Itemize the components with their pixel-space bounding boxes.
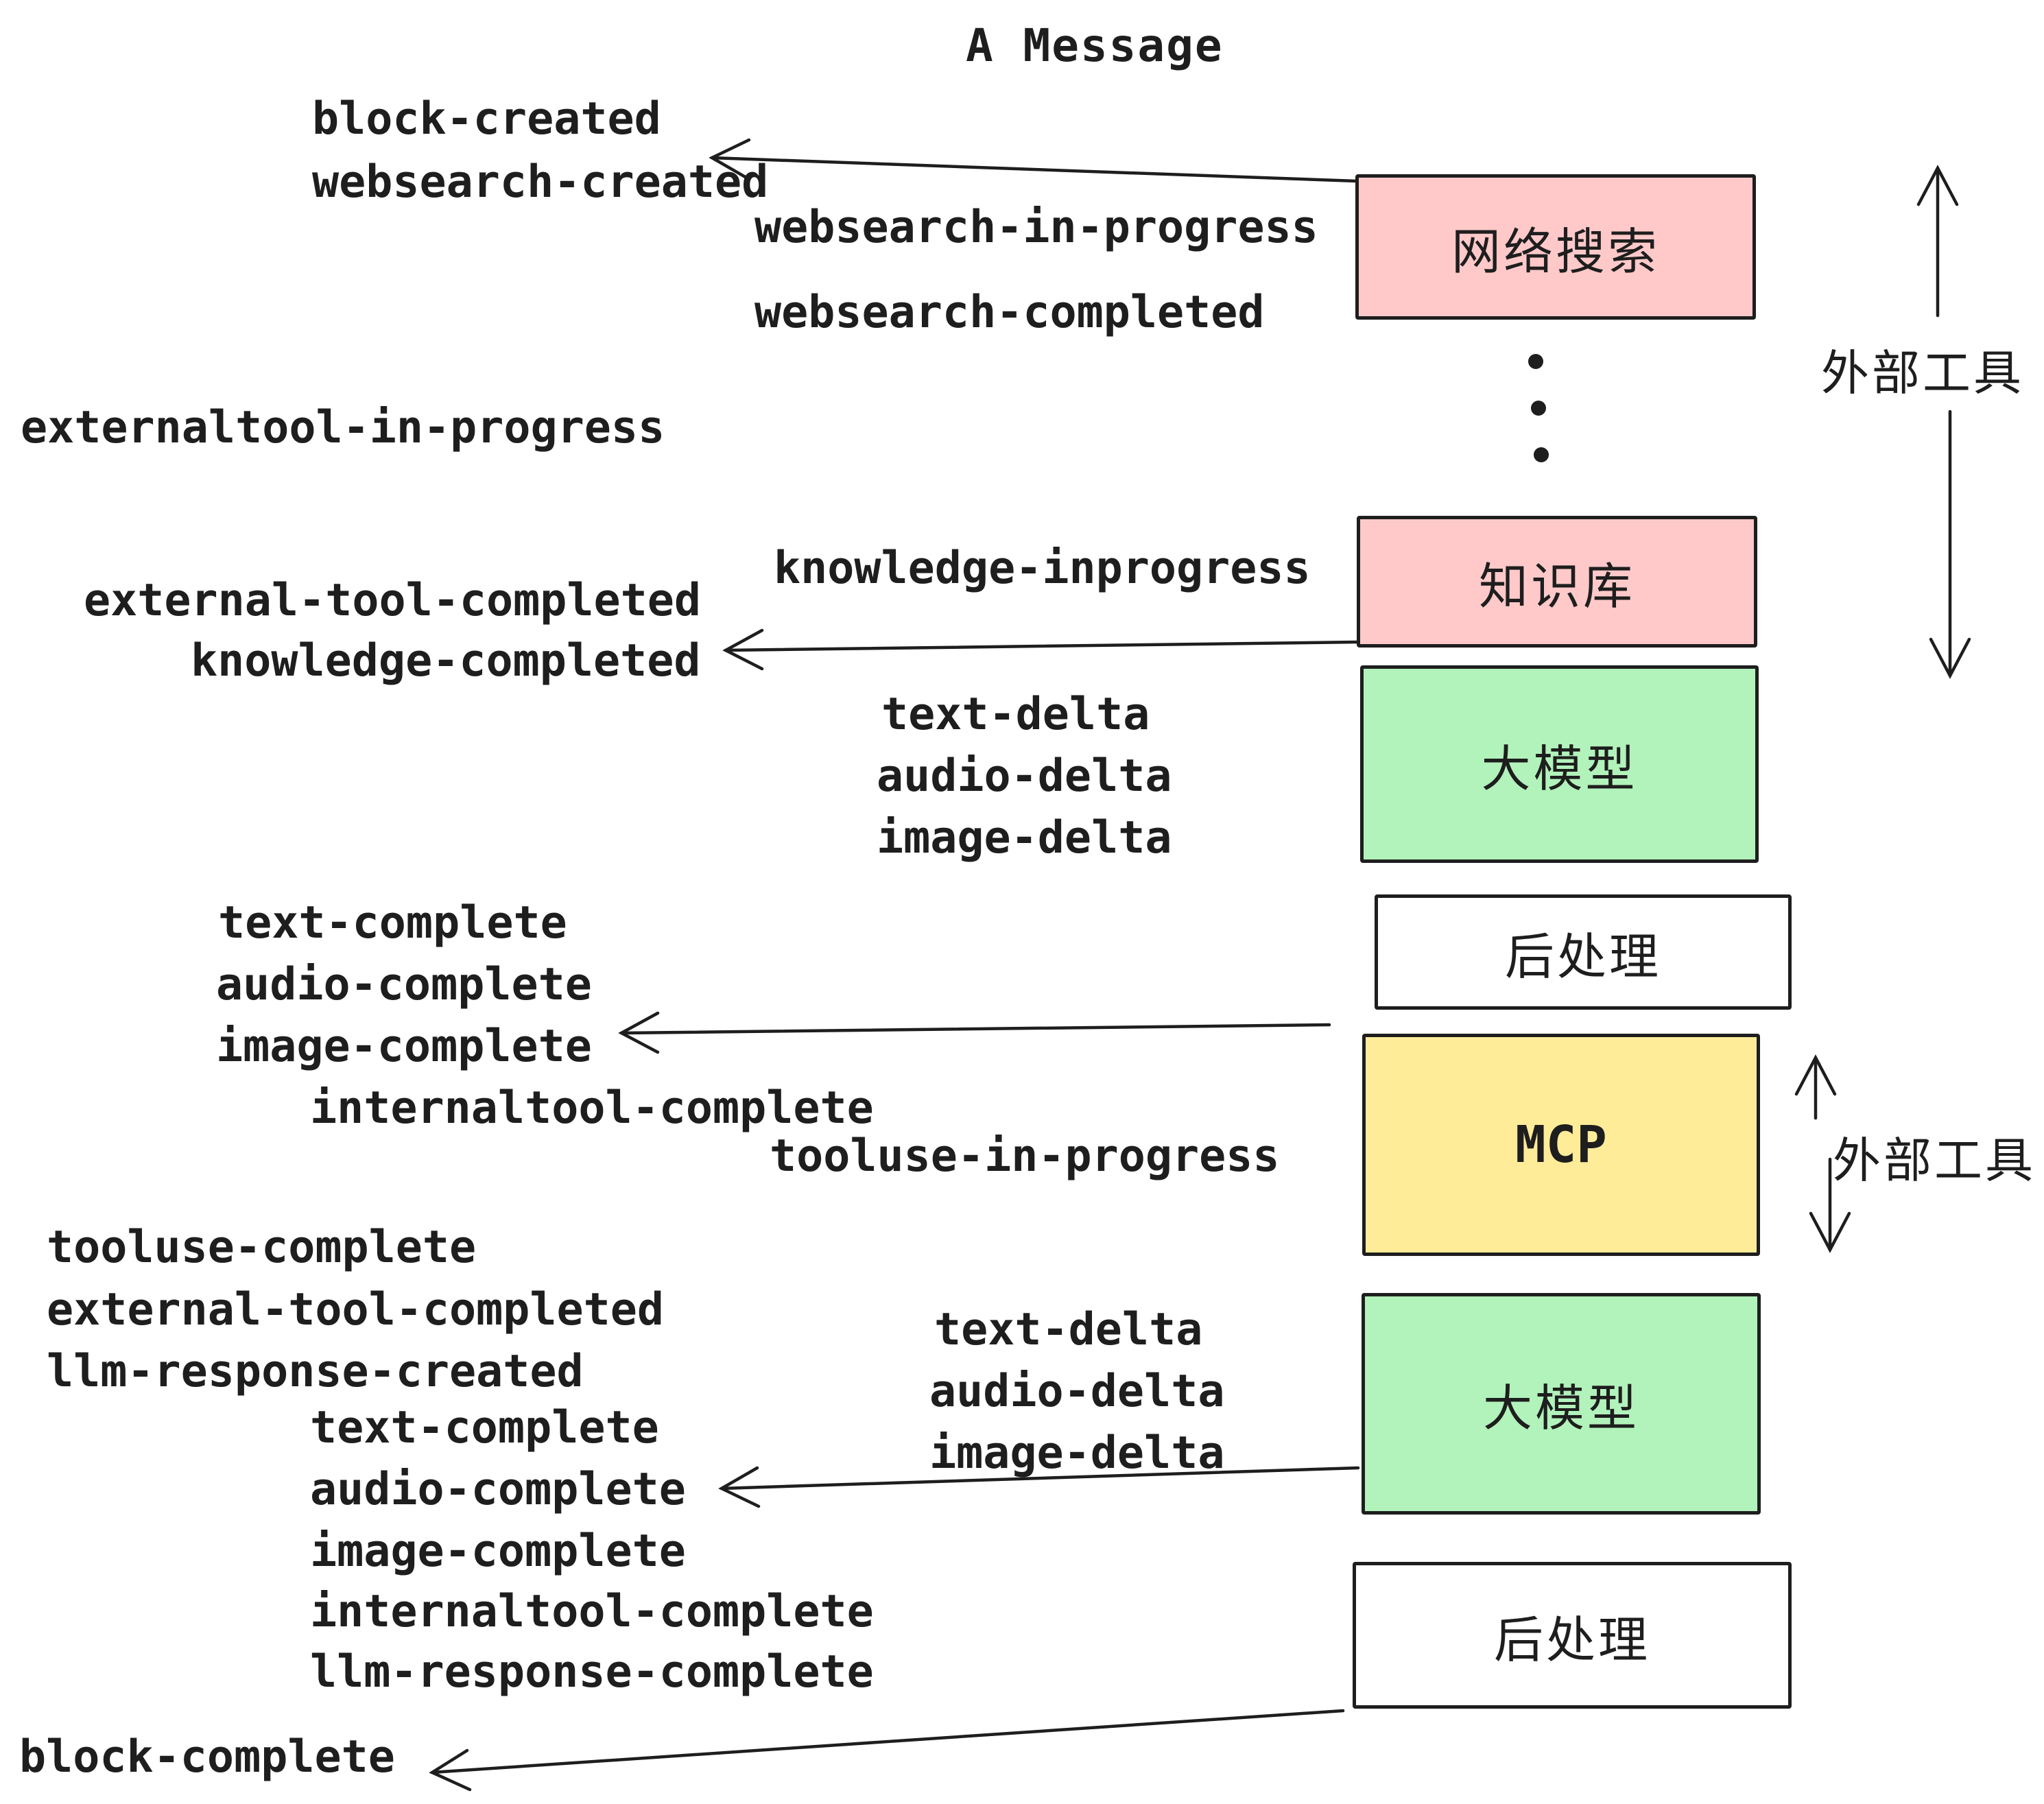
event-label-externaltool-in-progress: externaltool-in-progress bbox=[21, 402, 665, 453]
event-label-image-delta-2: image-delta bbox=[929, 1427, 1225, 1479]
arrow-to-websearch-created bbox=[709, 138, 1359, 183]
event-label-internaltool-complete-1: internaltool-complete bbox=[310, 1082, 874, 1134]
event-label-image-delta-1: image-delta bbox=[877, 812, 1172, 864]
event-label-image-complete-1: image-complete bbox=[216, 1021, 592, 1072]
page-title: A Message bbox=[966, 19, 1224, 72]
knowledge-box-label: 知识库 bbox=[1478, 559, 1635, 615]
event-label-external-tool-completed-2: external-tool-completed bbox=[47, 1284, 665, 1336]
llm-box-bottom-label: 大模型 bbox=[1482, 1381, 1639, 1436]
event-label-block-created: block-created bbox=[312, 93, 661, 145]
event-label-text-delta-2: text-delta bbox=[934, 1304, 1203, 1355]
ellipsis-dot bbox=[1531, 401, 1546, 416]
websearch-box-label: 网络搜索 bbox=[1451, 224, 1660, 280]
event-label-knowledge-inprogress: knowledge-inprogress bbox=[774, 543, 1311, 594]
event-label-websearch-created: websearch-created bbox=[312, 156, 769, 208]
ellipsis-dot bbox=[1534, 447, 1549, 462]
arrow-to-knowledge-completed bbox=[722, 628, 1360, 671]
event-label-llm-response-created: llm-response-created bbox=[47, 1346, 584, 1397]
event-label-text-complete-2: text-complete bbox=[310, 1402, 659, 1453]
external-tools-up-arrow-bottom bbox=[1794, 1054, 1837, 1120]
ellipsis-dot bbox=[1528, 354, 1543, 369]
event-label-websearch-completed: websearch-completed bbox=[754, 287, 1265, 338]
event-label-internaltool-complete-2: internaltool-complete bbox=[310, 1586, 874, 1637]
arrow-to-block-complete bbox=[429, 1709, 1345, 1792]
postprocess-box-top: 后处理 bbox=[1375, 894, 1792, 1010]
websearch-box: 网络搜索 bbox=[1355, 174, 1756, 320]
event-label-audio-delta-1: audio-delta bbox=[877, 750, 1172, 802]
event-label-knowledge-completed: knowledge-completed bbox=[191, 635, 701, 687]
arrow-to-image-complete bbox=[618, 1011, 1331, 1054]
postprocess-box-bottom-label: 后处理 bbox=[1493, 1613, 1650, 1668]
external-tools-label-top: 外部工具 bbox=[1821, 346, 2024, 400]
event-label-block-complete: block-complete bbox=[19, 1731, 395, 1783]
mcp-box: MCP bbox=[1362, 1034, 1760, 1256]
event-label-external-tool-completed: external-tool-completed bbox=[84, 575, 702, 626]
postprocess-box-top-label: 后处理 bbox=[1504, 929, 1661, 985]
event-label-audio-delta-2: audio-delta bbox=[929, 1366, 1225, 1417]
event-label-llm-response-complete: llm-response-complete bbox=[310, 1646, 874, 1698]
llm-box-top-label: 大模型 bbox=[1481, 741, 1638, 797]
external-tools-label-bottom: 外部工具 bbox=[1833, 1134, 2036, 1187]
postprocess-box-bottom: 后处理 bbox=[1353, 1562, 1792, 1709]
event-label-tooluse-complete: tooluse-complete bbox=[47, 1222, 477, 1273]
event-label-text-complete-1: text-complete bbox=[218, 897, 567, 949]
event-label-audio-complete-1: audio-complete bbox=[216, 959, 592, 1010]
llm-box-top: 大模型 bbox=[1360, 665, 1759, 863]
event-label-text-delta-1: text-delta bbox=[881, 689, 1150, 740]
event-label-image-complete-2: image-complete bbox=[310, 1526, 686, 1577]
event-label-audio-complete-2: audio-complete bbox=[310, 1464, 686, 1515]
event-label-websearch-in-progress: websearch-in-progress bbox=[754, 202, 1318, 253]
knowledge-box: 知识库 bbox=[1357, 516, 1757, 648]
llm-box-bottom: 大模型 bbox=[1362, 1293, 1761, 1515]
event-label-tooluse-in-progress: tooluse-in-progress bbox=[770, 1130, 1280, 1182]
mcp-box-label: MCP bbox=[1515, 1115, 1607, 1174]
external-tools-down-arrow-top bbox=[1929, 410, 1971, 679]
external-tools-up-arrow-top bbox=[1916, 165, 1959, 318]
